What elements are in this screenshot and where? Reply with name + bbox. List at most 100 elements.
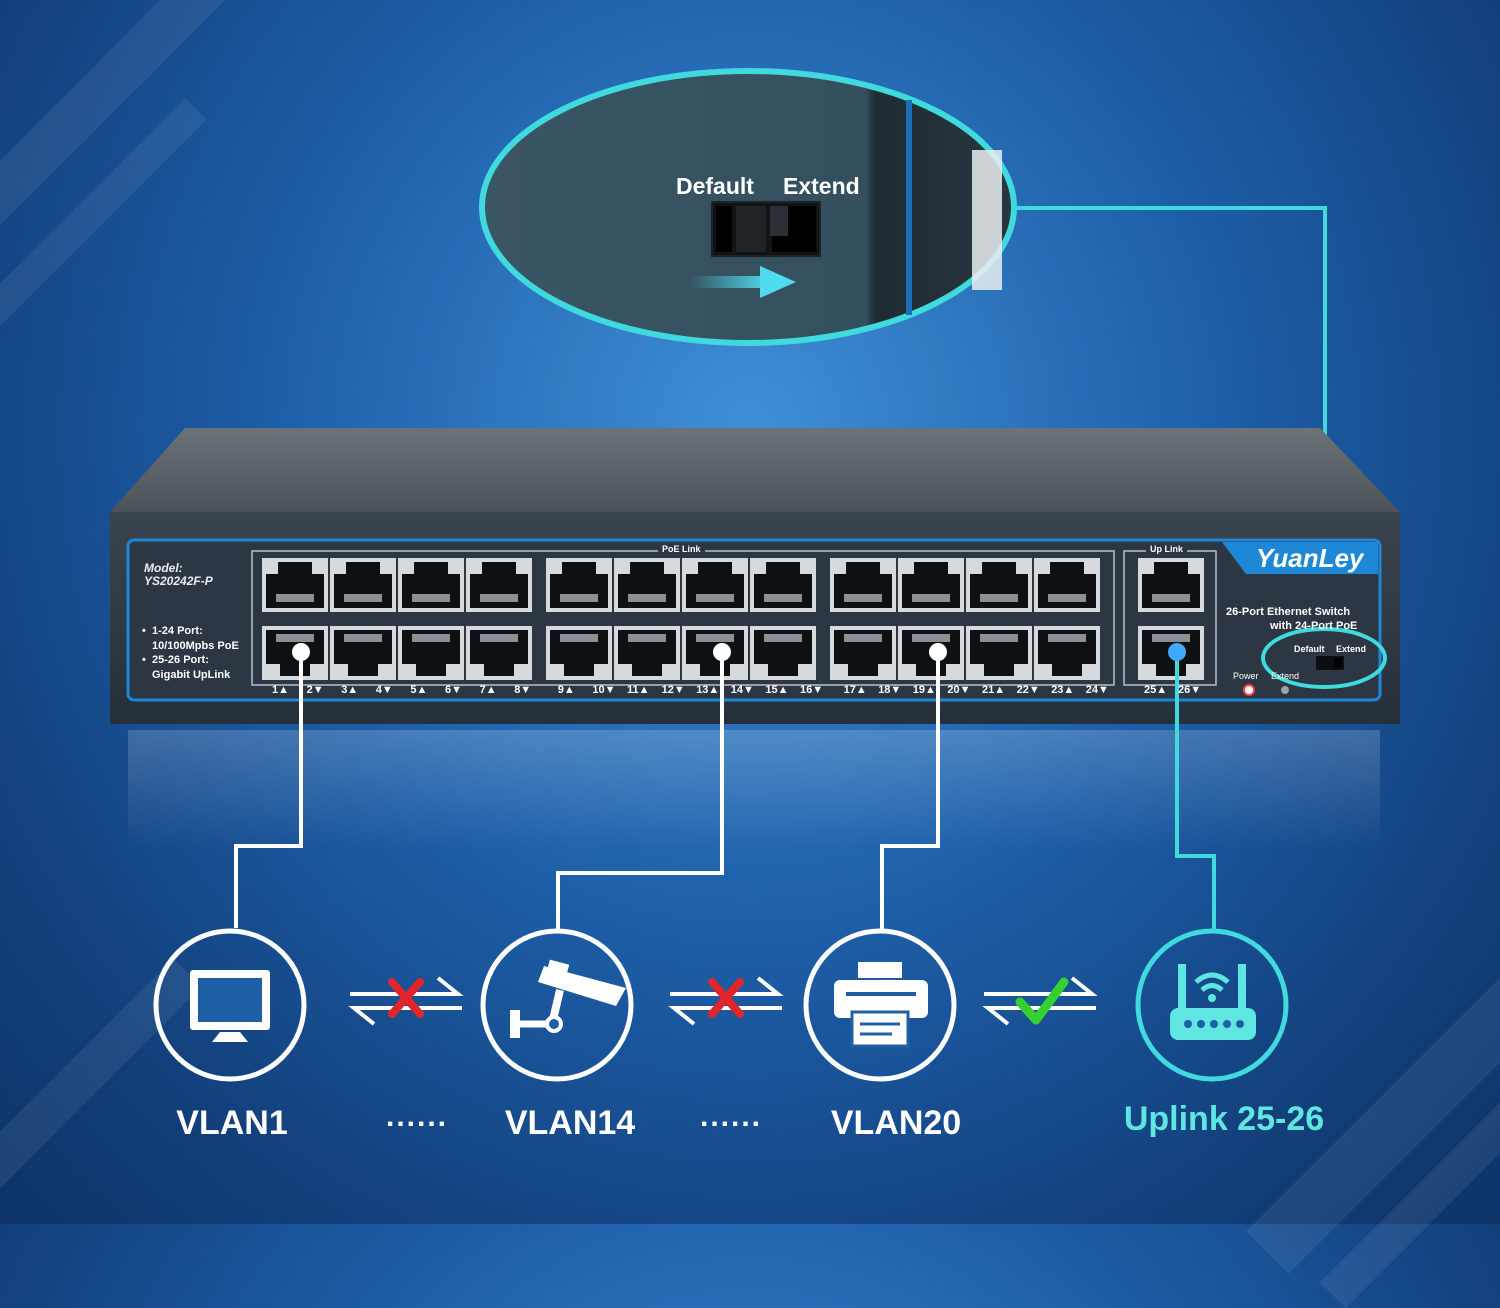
green-check-icon [1015, 977, 1069, 1025]
extend-led-label: Extend [1271, 671, 1300, 681]
port-label: 12▼ [661, 684, 685, 696]
port-label: 9▲ [557, 684, 575, 696]
rj45-port-18[interactable] [830, 626, 896, 680]
rj45-port-24[interactable] [1034, 626, 1100, 680]
vlan20-connection-line [880, 652, 940, 930]
model-value: YS20242F-P [144, 574, 213, 588]
port-label: 3▲ [341, 684, 359, 696]
vlan14-label: VLAN14 [504, 1104, 636, 1142]
rj45-port-21[interactable] [966, 558, 1032, 612]
zoom-panel-edge [906, 100, 912, 315]
spec-line-1: 1-24 Port: [152, 625, 203, 637]
vlan-separator-dots: ...... [700, 1100, 763, 1133]
spec-bullet: • [142, 654, 146, 666]
rj45-port-3[interactable] [330, 558, 396, 612]
red-x-icon [388, 978, 424, 1018]
rj45-port-7[interactable] [466, 558, 532, 612]
uplink-label: Uplink 25-26 [1123, 1100, 1325, 1138]
panel-extend-label: Extend [1336, 644, 1367, 654]
rj45-port-8[interactable] [466, 626, 532, 680]
port-label: 4▼ [375, 684, 393, 696]
rj45-port-20[interactable] [898, 626, 964, 680]
zoom-direction-arrow-icon [690, 266, 796, 298]
uplink-port-label: 25▲ [1144, 684, 1168, 696]
port-label: 24▼ [1085, 684, 1109, 696]
zoom-extend-label: Extend [783, 173, 860, 199]
port-label: 10▼ [592, 684, 616, 696]
diagram-scene [110, 68, 1400, 1082]
port-label: 1▲ [272, 684, 290, 696]
security-camera-icon [510, 959, 626, 1038]
panel-dip-switch[interactable] [1316, 656, 1344, 670]
printer-icon [834, 962, 928, 1048]
port-label: 16▼ [800, 684, 824, 696]
spec-line-2: 10/100Mpbs PoE [152, 640, 239, 652]
rj45-port-11[interactable] [614, 558, 680, 612]
spec-line-4: Gigabit UpLink [152, 669, 231, 681]
bidirectional-arrow-icon [982, 976, 1098, 1026]
red-x-icon [708, 978, 744, 1018]
node-uplink [1135, 928, 1289, 1082]
port-label: 6▼ [445, 684, 463, 696]
rj45-port-13[interactable] [682, 558, 748, 612]
rj45-port-19[interactable] [898, 558, 964, 612]
rj45-port-6[interactable] [398, 626, 464, 680]
uplink-group-label: Up Link [1146, 544, 1187, 554]
port-label: 17▲ [843, 684, 867, 696]
panel-switch-highlight-ring [1261, 627, 1387, 689]
power-led [1243, 684, 1255, 696]
zoom-callout [479, 68, 1017, 346]
switch-top [110, 428, 1400, 512]
panel-default-label: Default [1294, 644, 1325, 654]
poe-link-label: PoE Link [658, 544, 705, 554]
extend-led [1281, 686, 1289, 694]
vlan1-port-dot [292, 643, 310, 661]
port-label: 19▲ [912, 684, 936, 696]
vlan14-port-dot [713, 643, 731, 661]
rj45-port-5[interactable] [398, 558, 464, 612]
rj45-port-16[interactable] [750, 626, 816, 680]
port-label: 11▲ [627, 684, 650, 696]
uplink-port-dot [1168, 643, 1186, 661]
zoom-dip-switch[interactable] [711, 201, 821, 257]
power-led-label: Power [1233, 671, 1259, 681]
wifi-router-icon [1170, 964, 1256, 1040]
rj45-port-9[interactable] [546, 558, 612, 612]
port-label: 5▲ [410, 684, 428, 696]
network-switch [110, 428, 1400, 850]
port-label: 20▼ [947, 684, 971, 696]
rj45-port-15[interactable] [750, 558, 816, 612]
port-label: 14▼ [730, 684, 754, 696]
uplink-port-label: 26▼ [1178, 684, 1202, 696]
port-label: 8▼ [514, 684, 532, 696]
vlan1-label: VLAN1 [176, 1104, 288, 1142]
rj45-port-12[interactable] [614, 626, 680, 680]
node-vlan20 [803, 928, 957, 1082]
brand-logo: YuanLey [1256, 543, 1364, 573]
bidirectional-arrow-icon [668, 976, 784, 1026]
uplink-port-25[interactable] [1138, 558, 1204, 612]
switch-description-line-2: with 24-Port PoE [1270, 620, 1358, 632]
port-label: 2▼ [306, 684, 324, 696]
uplink-connection-line [1175, 652, 1216, 930]
port-label: 21▲ [982, 684, 1006, 696]
rj45-port-4[interactable] [330, 626, 396, 680]
rj45-port-17[interactable] [830, 558, 896, 612]
node-vlan1 [153, 928, 307, 1082]
port-label: 7▲ [479, 684, 497, 696]
bidirectional-arrow-icon [348, 976, 464, 1026]
rj45-port-22[interactable] [966, 626, 1032, 680]
monitor-icon [190, 970, 270, 1042]
ports-layer [262, 558, 1204, 680]
port-label: 15▲ [765, 684, 789, 696]
rj45-port-10[interactable] [546, 626, 612, 680]
link-vlan14-vlan20 [668, 976, 784, 1026]
rj45-port-1[interactable] [262, 558, 328, 612]
brand-banner [1222, 542, 1378, 574]
vlan14-connection-line [556, 652, 724, 930]
link-vlan20-uplink [982, 976, 1098, 1026]
model-label: Model: [144, 561, 183, 575]
port-label: 18▼ [878, 684, 902, 696]
rj45-port-23[interactable] [1034, 558, 1100, 612]
switch-reflection [128, 730, 1380, 850]
